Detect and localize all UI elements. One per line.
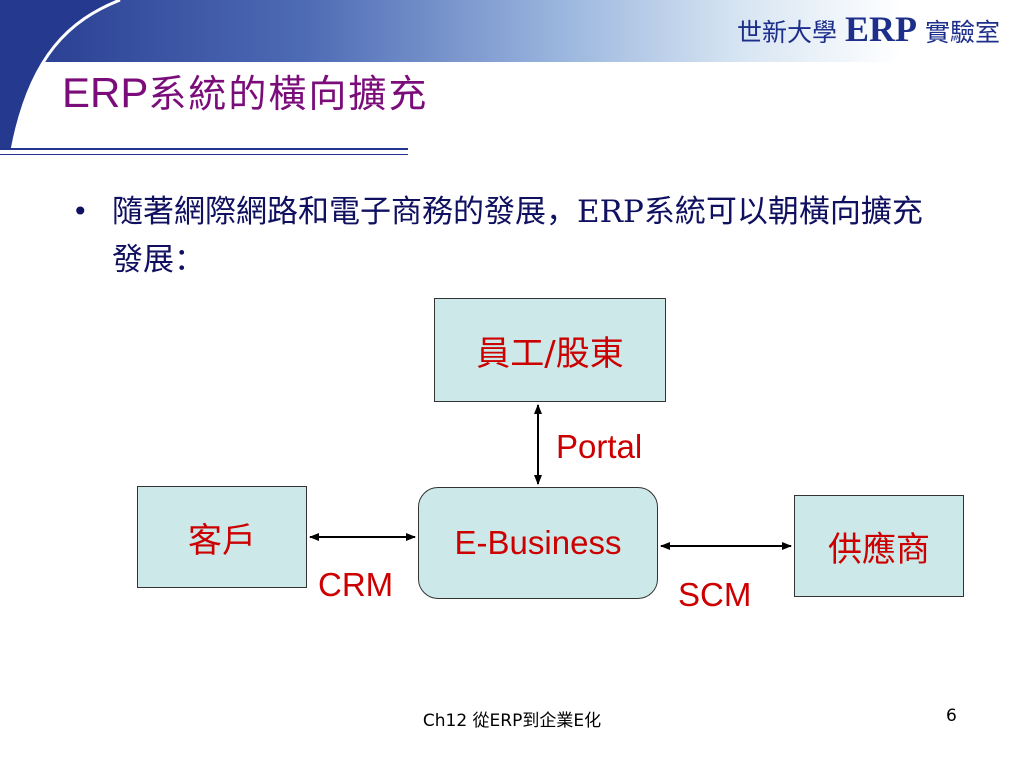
title-erp: ERP xyxy=(62,69,149,116)
title-rest: 系統的橫向擴充 xyxy=(148,72,429,116)
header-swoosh xyxy=(0,0,121,152)
label-scm: SCM xyxy=(678,576,752,613)
brand-university: 世新大學 xyxy=(736,18,837,47)
bullet-item: • 隨著網際網路和電子商務的發展，ERP系統可以朝橫向擴充發展： xyxy=(72,188,932,284)
header-band xyxy=(0,0,1024,62)
node-stakeholders: 員工/股東 xyxy=(434,298,666,402)
title-rule-thick xyxy=(0,148,408,150)
label-crm: CRM xyxy=(318,566,394,603)
title-rule-thin xyxy=(0,154,408,155)
label-portal: Portal xyxy=(556,428,643,465)
node-supplier: 供應商 xyxy=(794,495,964,597)
brand-erp: ERP xyxy=(844,9,917,49)
footer-chapter: Ch12 從ERP到企業E化 xyxy=(422,711,602,731)
slide-title: ERP系統的橫向擴充 xyxy=(62,69,429,116)
node-ebusiness: E-Business xyxy=(418,487,658,599)
bullet-marker: • xyxy=(72,195,89,228)
node-customer: 客戶 xyxy=(137,486,307,588)
page-number: 6 xyxy=(946,706,957,726)
bullet-text: 隨著網際網路和電子商務的發展，ERP系統可以朝橫向擴充發展： xyxy=(112,194,923,278)
brand-lab: 實驗室 xyxy=(924,18,1000,47)
lab-brand: 世新大學 ERP 實驗室 xyxy=(737,8,1000,56)
